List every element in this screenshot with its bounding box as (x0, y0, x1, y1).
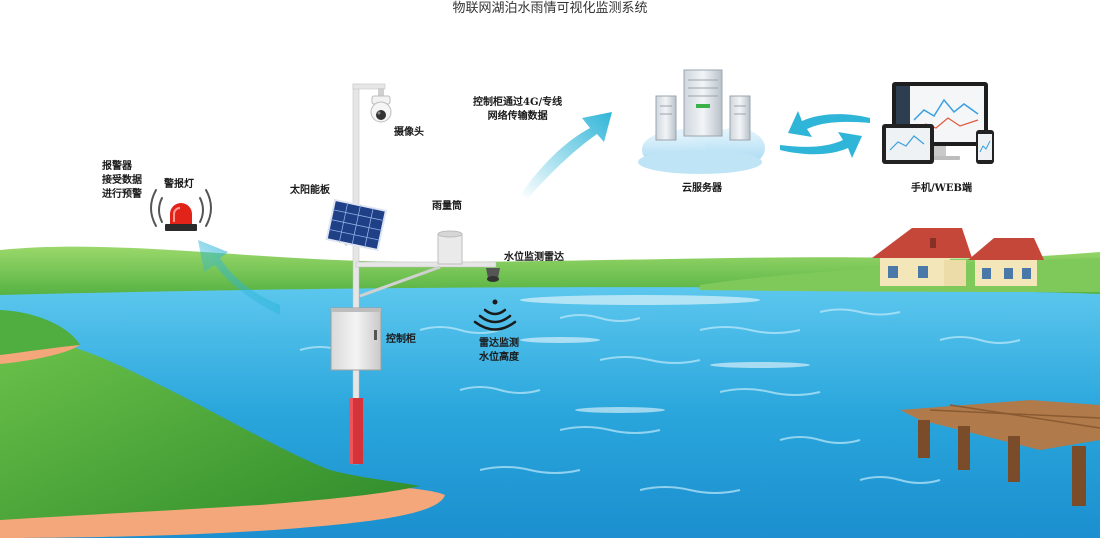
label-alarm-description: 报警器 接受数据 进行预警 (102, 161, 142, 200)
control-box-device (330, 307, 382, 371)
solar-panel-device (325, 198, 388, 252)
arrow-to-cloud-icon (520, 112, 612, 198)
label-rain-gauge: 雨量筒 (432, 201, 462, 212)
label-alarm-light: 警报灯 (164, 179, 194, 190)
water-ripples (299, 308, 1021, 494)
label-camera: 摄像头 (394, 127, 424, 138)
water-radar-device (486, 268, 500, 282)
rain-gauge-device (437, 230, 463, 265)
page-title: 物联网湖泊水雨情可视化监测系统 (452, 1, 648, 16)
water-highlights (520, 295, 810, 413)
cloud-server-device (638, 69, 765, 174)
left-shore-grass (0, 335, 420, 520)
radar-wave-icon (473, 299, 517, 331)
camera-device (370, 88, 392, 123)
house-right (968, 238, 1044, 286)
alarm-light-device (150, 189, 212, 231)
label-transmission: 控制柜通过4G/专线 网络传输数据 (473, 97, 563, 122)
arrow-to-alarm-icon (198, 240, 280, 315)
label-radar-measure: 雷达监测 水位高度 (479, 338, 519, 363)
terminal-devices (882, 82, 994, 164)
house-left (872, 228, 972, 286)
monitoring-pole (349, 83, 497, 465)
left-small-hill (0, 310, 80, 358)
label-solar-panel: 太阳能板 (290, 185, 330, 196)
label-terminals: 手机/WEB端 (911, 183, 972, 194)
label-water-radar: 水位监测雷达 (504, 252, 564, 263)
label-control-box: 控制柜 (386, 334, 416, 345)
label-cloud-server: 云服务器 (682, 183, 722, 194)
sync-arrows-icon (780, 111, 870, 158)
wooden-dock (900, 400, 1100, 506)
